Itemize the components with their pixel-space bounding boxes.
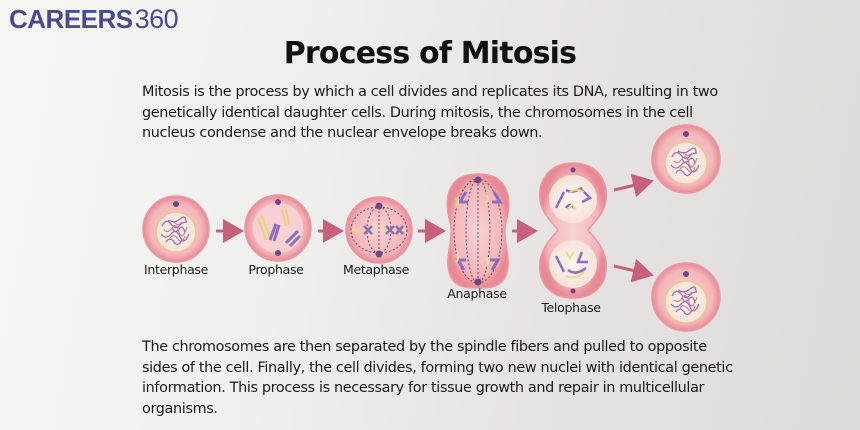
centrosome-icon xyxy=(275,250,281,256)
brand-number: 360 xyxy=(134,4,179,34)
centrosome-icon xyxy=(375,202,383,210)
stage-label-anaphase: Anaphase xyxy=(447,286,507,301)
arrow-icon xyxy=(613,258,654,283)
interphase-cell xyxy=(142,195,210,263)
centrosome-icon xyxy=(275,199,281,205)
telophase-cell xyxy=(539,162,607,299)
centrosome-icon xyxy=(474,176,482,184)
centrosome-icon xyxy=(683,131,689,137)
intro-paragraph: Mitosis is the process by which a cell d… xyxy=(142,84,718,141)
stage-label-metaphase: Metaphase xyxy=(342,262,410,277)
stage-label-prophase: Prophase xyxy=(248,262,304,277)
centrosome-icon xyxy=(474,278,482,286)
brand-logo: CAREERS 360 xyxy=(9,4,179,42)
arrow-icon xyxy=(613,173,654,198)
centrosome-icon xyxy=(570,288,576,294)
centrosome-icon xyxy=(683,271,689,277)
centrosome-icon xyxy=(375,250,383,258)
daughter-cell-top xyxy=(651,124,721,194)
brand-name: CAREERS xyxy=(9,4,133,34)
prophase-cell xyxy=(244,194,312,262)
centrosome-icon xyxy=(173,201,179,207)
conclusion-paragraph: The chromosomes are then separated by th… xyxy=(142,339,733,417)
anaphase-cell xyxy=(446,173,510,289)
stage-label-interphase: Interphase xyxy=(143,262,209,277)
daughter-cell-bottom xyxy=(651,262,721,332)
metaphase-cell xyxy=(345,196,413,264)
page-title: Process of Mitosis xyxy=(283,36,577,71)
centrosome-icon xyxy=(570,167,576,173)
stage-label-telophase: Telophase xyxy=(541,300,601,315)
